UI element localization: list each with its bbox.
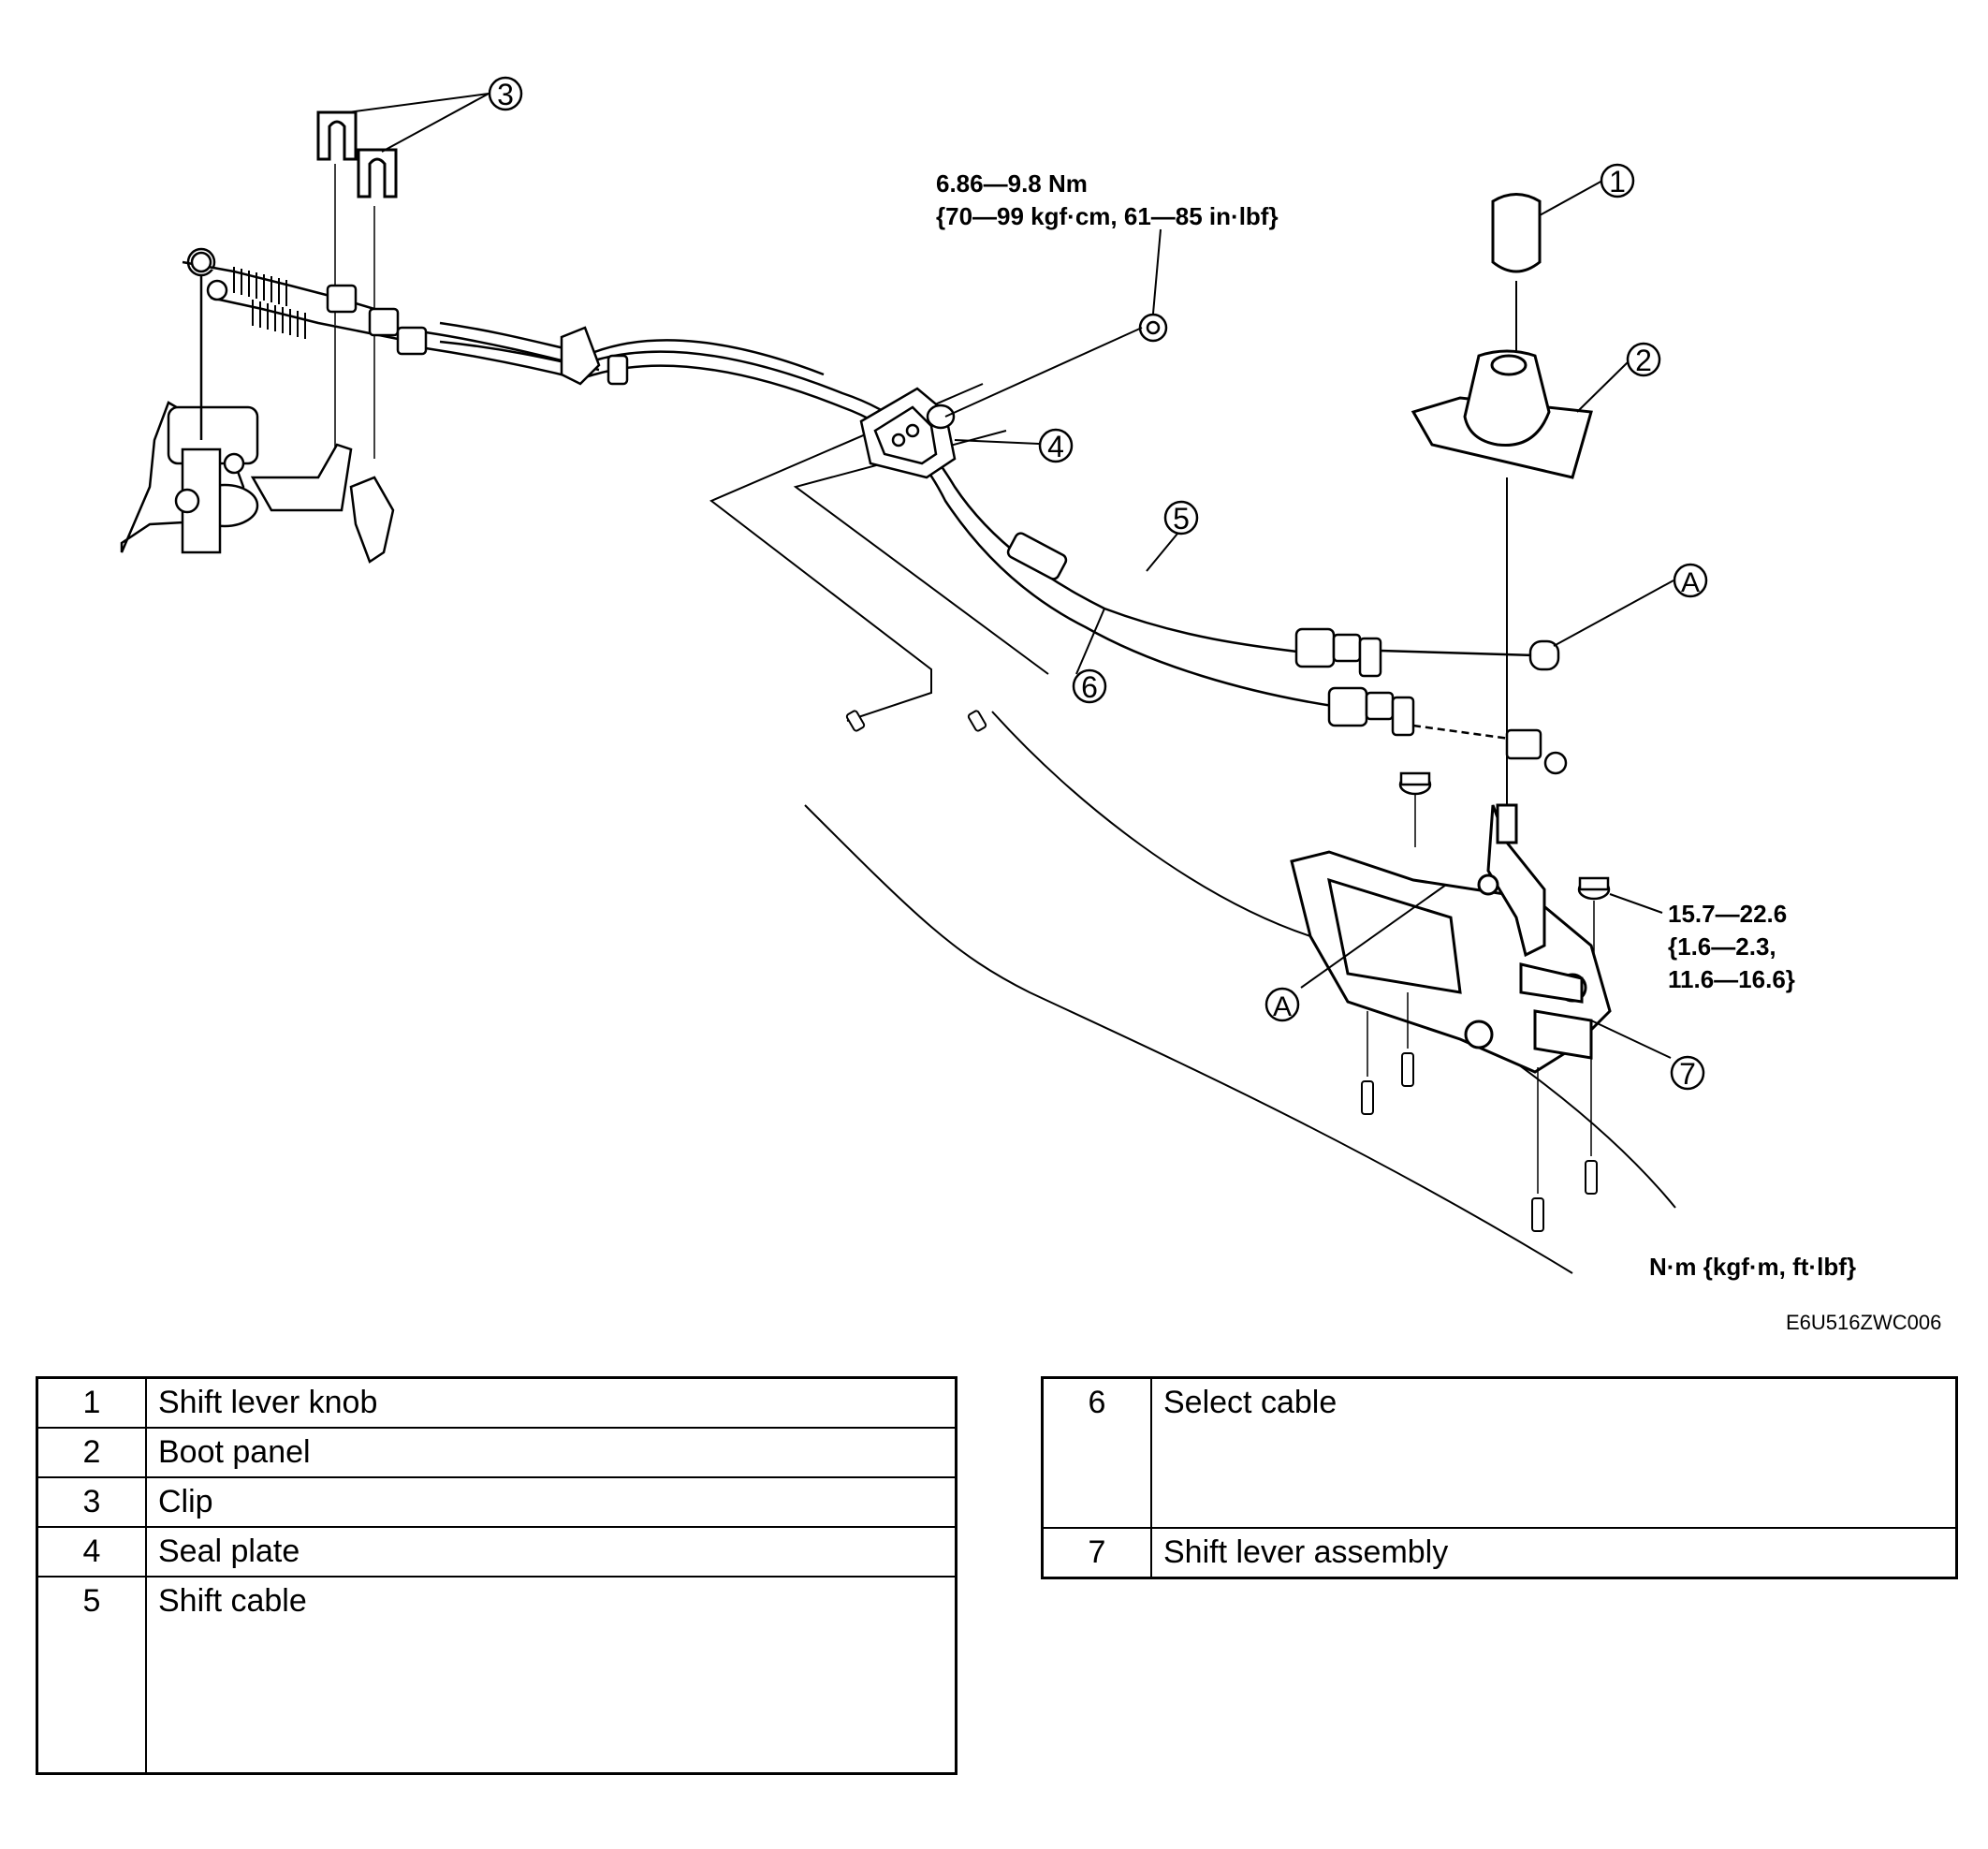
table-row: 5 Shift cable [36,1576,957,1775]
svg-text:A: A [1681,567,1700,598]
callout-5: 5 [1163,500,1199,536]
svg-text:A: A [1273,991,1292,1022]
part-number: 3 [36,1476,147,1528]
table-row: 2 Boot panel [36,1427,957,1478]
cable-sleeve [1006,532,1068,580]
callout-7: 7 [1670,1055,1705,1091]
parts-table-right: 6 Select cable 7 Shift lever assembly [1041,1376,1958,1579]
torque-units-note: N·m {kgf·m, ft·lbf} [1649,1253,1856,1281]
part-number: 6 [1041,1376,1152,1529]
callout-a-lower: A [1264,987,1300,1022]
callout-3: 3 [488,76,523,111]
cable-run [425,321,1339,709]
part-number: 7 [1041,1527,1152,1579]
studs [845,710,1598,1232]
part-name: Select cable [1150,1376,1958,1529]
transmission-shift-mechanism [120,247,395,564]
cable-mid-bracket [560,326,629,386]
table-row: 4 Seal plate [36,1526,957,1578]
part-name: Seal plate [145,1526,957,1578]
nut-shift-lever-right [1577,876,1611,955]
part-name: Shift lever assembly [1150,1527,1958,1579]
torque-shift-lever-line2: {1.6—2.3, [1668,932,1776,961]
svg-text:2: 2 [1635,344,1652,377]
svg-text:7: 7 [1679,1057,1696,1091]
table-row: 3 Clip [36,1476,957,1528]
svg-text:3: 3 [497,78,514,111]
parts-table-left: 1 Shift lever knob 2 Boot panel 3 Clip 4… [36,1376,957,1775]
leader-lines [347,93,1674,1059]
part-number: 4 [36,1526,147,1578]
nut-seal-plate [1138,313,1168,343]
table-row: 1 Shift lever knob [36,1376,957,1429]
cable-ends-transmission [182,251,428,356]
part-name: Clip [145,1476,957,1528]
torque-shift-lever-line1: 15.7—22.6 [1668,900,1787,928]
part-name: Shift cable [145,1576,957,1775]
table-row: 6 Select cable [1041,1376,1958,1529]
callout-1: 1 [1600,163,1635,198]
torque-seal-plate-line1: 6.86—9.8 Nm [936,169,1088,198]
callout-4: 4 [1038,428,1074,463]
seal-plate [859,387,957,479]
figure-code: E6U516ZWC006 [1786,1311,1941,1329]
part-number: 5 [36,1576,147,1775]
part-number: 1 [36,1376,147,1429]
cable-ends-lever [1294,627,1568,775]
nut-shift-lever-upper [1398,771,1432,847]
clip-right [357,148,398,459]
part-name: Boot panel [145,1427,957,1478]
torque-seal-plate-line2: {70—99 kgf·cm, 61—85 in·lbf} [936,202,1279,230]
shift-lever-knob [1491,193,1542,356]
shift-lever-assembly [1290,803,1612,1074]
callout-2: 2 [1626,342,1661,377]
svg-text:5: 5 [1173,502,1190,536]
exploded-view-diagram: 1 2 3 4 5 6 7 A A 6.86—9.8 Nm {70—99 kgf… [120,76,1941,1329]
part-name: Shift lever knob [145,1376,957,1429]
callout-a-upper: A [1673,563,1708,598]
svg-text:1: 1 [1609,165,1626,198]
part-number: 2 [36,1427,147,1478]
torque-shift-lever-line3: 11.6—16.6} [1668,965,1795,993]
svg-text:6: 6 [1081,670,1098,704]
boot-panel [1411,349,1593,852]
svg-text:4: 4 [1047,430,1064,463]
callout-6: 6 [1072,668,1107,704]
table-row: 7 Shift lever assembly [1041,1527,1958,1579]
clip-left [316,110,358,449]
